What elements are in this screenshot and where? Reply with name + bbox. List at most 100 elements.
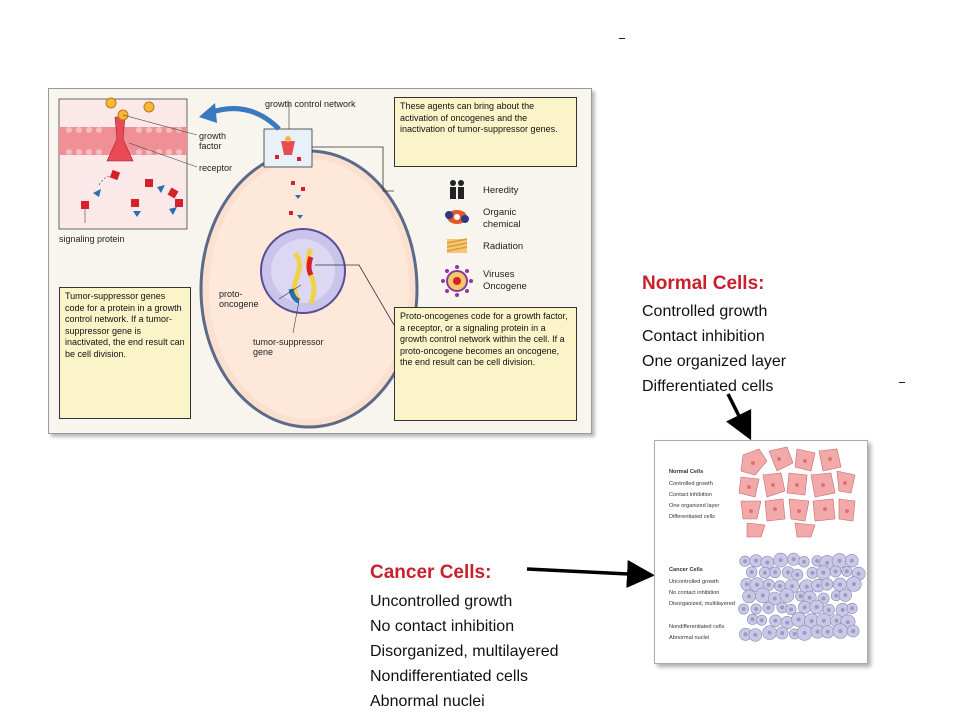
legend-heredity: Heredity: [483, 185, 519, 196]
cancer-cell-nucleus: [743, 559, 747, 564]
cancer-cell-nucleus: [833, 569, 838, 574]
fig-normal-item: Differentiated cells: [669, 514, 715, 520]
cancer-cell-nucleus: [810, 570, 815, 575]
cancer-cell-nucleus: [837, 582, 842, 587]
cancer-arrow: [526, 559, 655, 588]
cancer-cell-nucleus: [825, 560, 830, 565]
list-item: Nondifferentiated cells: [370, 668, 529, 685]
cancer-cell-nucleus: [750, 617, 755, 622]
fig-normal-item: Controlled growth: [669, 481, 713, 487]
virus-icon: [441, 265, 473, 297]
cancer-cell-nucleus: [754, 607, 759, 611]
growth-control-illustration: [58, 97, 473, 429]
list-item: Contact inhibition: [642, 328, 765, 345]
fig-cancer-item: Nondifferentiated cells: [669, 624, 725, 630]
fig-normal-item: One organized layer: [669, 503, 720, 509]
label-signaling-protein: signaling protein: [59, 234, 125, 244]
cancer-cell-nucleus: [821, 570, 826, 575]
cancer-cell-nucleus: [753, 632, 758, 637]
list-item: One organized layer: [642, 353, 787, 370]
cancer-cell-nucleus: [780, 605, 785, 610]
cancer-cell-nucleus: [814, 605, 819, 609]
cancer-cell-nucleus: [837, 558, 842, 563]
cancer-cell-nucleus: [789, 607, 793, 612]
cancer-cell-nucleus: [850, 606, 855, 611]
cancer-cell-nucleus: [762, 570, 767, 575]
cancer-cell-nucleus: [741, 607, 746, 611]
cell-comparison-figure: Normal Cells Controlled growth Contact i…: [654, 440, 868, 664]
normal-arrow: [726, 393, 752, 441]
label-proto-oncogene: proto- oncogene: [219, 289, 259, 309]
cancer-cell-nucleus: [844, 569, 849, 574]
normal-cells-list: Controlled growth Contact inhibition One…: [642, 299, 786, 399]
cancer-cell-nucleus: [851, 629, 856, 634]
cancer-cell-nucleus: [802, 630, 807, 635]
tumor-suppressor-info-box: Tumor-suppressor genes code for a protei…: [59, 287, 191, 419]
cancer-cell-nucleus: [856, 571, 861, 576]
label-growth-factor: growth factor: [199, 131, 227, 151]
cancer-cell-nucleus: [747, 594, 751, 599]
normal-cell-nuclei: [747, 457, 849, 513]
fig-normal-item: Contact inhibition: [669, 492, 712, 498]
cancer-cell-nucleus: [816, 583, 820, 588]
list-item: Abnormal nuclei: [370, 693, 485, 710]
cancer-cell-nucleus: [755, 582, 759, 587]
cancer-cell-nucleus: [807, 595, 812, 600]
fig-cancer-item: Uncontrolled growth: [669, 579, 719, 585]
cancer-cell-nucleus: [765, 560, 770, 565]
cancer-cell-nucleus: [851, 582, 856, 587]
fig-cancer-item: Disorganized, multilayered: [669, 601, 735, 607]
fig-cancer-title: Cancer Cells: [669, 567, 703, 573]
cancer-cell-nucleus: [792, 631, 797, 636]
cancer-cell-nucleus: [773, 618, 778, 623]
cancer-cell-nucleus: [767, 630, 772, 635]
label-tumor-suppressor-gene: tumor-suppressor gene: [253, 337, 324, 357]
cancer-cell-nucleus: [760, 593, 765, 598]
cancer-cell-nucleus: [826, 608, 831, 612]
legend-viruses-oncogene: Viruses Oncogene: [483, 269, 527, 292]
normal-cells-cluster: [738, 446, 856, 538]
cancer-cell-nucleus: [801, 559, 806, 564]
cancer-cells-heading: Cancer Cells:: [370, 562, 492, 583]
cancer-cell-nucleus: [821, 596, 826, 601]
cancer-cell-nucleus: [749, 570, 754, 575]
cancer-cell-nucleus: [790, 584, 795, 589]
cancer-cell-nucleus: [815, 558, 820, 563]
cancer-cell-nucleus: [804, 584, 809, 589]
fig-normal-title: Normal Cells: [669, 469, 704, 475]
cancer-cell-nucleus: [785, 620, 790, 625]
stray-mark: [899, 382, 905, 383]
cancer-cell-nucleus: [759, 618, 764, 623]
list-item: Controlled growth: [642, 303, 768, 320]
cancer-cell-nucleus: [786, 570, 791, 575]
cancer-cell-nucleus: [838, 629, 843, 634]
cancer-cell-nucleus: [821, 618, 826, 623]
cancer-cell-nucleus: [802, 605, 807, 610]
cancer-cell-nucleus: [766, 582, 771, 587]
label-receptor: receptor: [199, 163, 233, 173]
cancer-cell-nucleus: [772, 596, 777, 601]
proto-oncogene-info-box: Proto-oncogenes code for a growth factor…: [394, 307, 577, 421]
cancer-cell-nucleus: [845, 620, 850, 625]
cancer-cells-cluster: [738, 552, 866, 642]
list-item: Uncontrolled growth: [370, 593, 513, 610]
cancer-cell-nucleus: [840, 607, 845, 612]
normal-cells-heading: Normal Cells:: [642, 273, 765, 294]
cancer-cell-nucleus: [849, 558, 854, 563]
cancer-cell-nucleus: [791, 557, 796, 562]
cancer-cell-nucleus: [796, 617, 801, 622]
cancer-cell-nucleus: [809, 619, 814, 623]
cancer-cell-nucleus: [834, 593, 839, 598]
list-item: Disorganized, multilayered: [370, 643, 559, 660]
cancer-cell-nucleus: [825, 582, 830, 587]
fig-cancer-item: Abnormal nuclei: [669, 635, 710, 641]
cancer-cell-nucleus: [744, 582, 749, 587]
cancer-cells-list: Uncontrolled growth No contact inhibitio…: [370, 589, 559, 714]
list-item: Differentiated cells: [642, 378, 774, 395]
cancer-cell-nucleus: [795, 572, 800, 577]
cancer-cell-nucleus: [777, 584, 782, 588]
legend-radiation: Radiation: [483, 241, 524, 252]
agents-info-box: These agents can bring about the activat…: [394, 97, 577, 167]
cancer-cell-nucleus: [754, 558, 758, 563]
fig-cancer-item: No contact inhibition: [669, 590, 720, 596]
